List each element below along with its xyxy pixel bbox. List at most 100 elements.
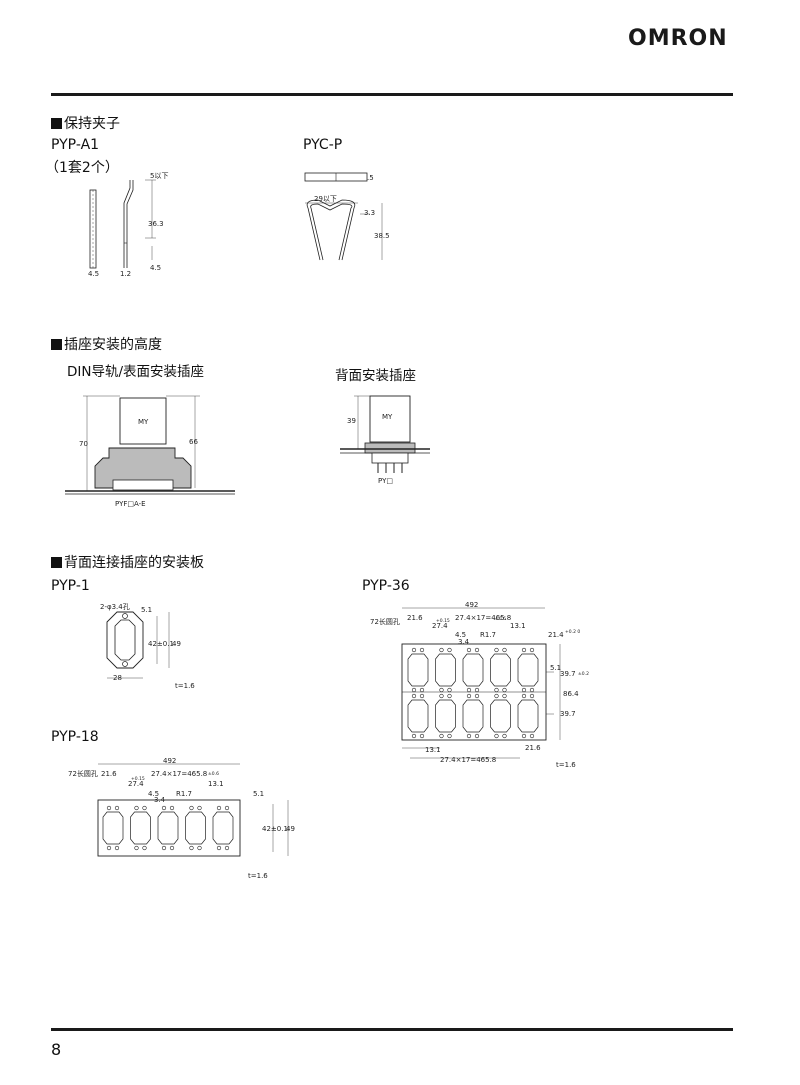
mount-hole (529, 647, 535, 653)
pyp-36-total: 492 (465, 601, 478, 609)
pyp-18-thickness: t=1.6 (248, 872, 268, 880)
pyp-36-dim-21-6: 21.6 (407, 614, 423, 622)
pyp-a1-drawing: 5以下 36.3 4.5 1.2 4.5 (88, 172, 168, 278)
socket-cutout (157, 811, 179, 845)
pyp-36-dim-4-5: 4.5 (455, 631, 466, 639)
mount-hole (419, 733, 425, 739)
pyp-36-tolb: ±0.2 (578, 671, 589, 677)
mount-hole (411, 647, 417, 653)
pyp-36-thickness: t=1.6 (556, 761, 576, 769)
pyp-36-dim-27-4: 27.4 (432, 622, 448, 630)
mount-hole (447, 693, 452, 699)
pyp-a1-dim-w2: 1.2 (120, 270, 131, 278)
mount-hole (494, 687, 499, 693)
pyp-18-tol: ±0.6 (208, 771, 219, 777)
mount-hole (502, 647, 507, 653)
mount-hole (142, 805, 147, 811)
mount-hole (197, 805, 202, 811)
mount-hole (529, 693, 535, 699)
mount-hole (466, 687, 472, 693)
pyp-a1-dim-w1: 4.5 (88, 270, 99, 278)
mount-hole (447, 647, 452, 653)
back-dim-39: 39 (347, 417, 356, 425)
pyc-p-label: PYC-P (303, 137, 343, 153)
pyp-a1-dim-top: 5以下 (150, 172, 168, 180)
pyp-18-radius: R1.7 (176, 790, 192, 798)
din-socket-label: PYF□A-E (115, 500, 146, 508)
pyp-1-dim-5-1: 5.1 (141, 606, 152, 614)
mount-hole (521, 693, 527, 699)
pyp-36-holes: 72长圆孔 (370, 617, 400, 626)
mount-hole (411, 693, 417, 699)
mount-hole (419, 693, 425, 699)
mount-hole (189, 845, 194, 851)
mount-hole (134, 845, 139, 851)
mount-hole (494, 647, 499, 653)
pyp-36-dim-86-4: 86.4 (563, 690, 579, 698)
back-socket-label: PY□ (378, 477, 393, 485)
pyc-p-dim-d: 3.3 (364, 209, 375, 217)
mount-hole (494, 693, 499, 699)
pyp-18-total: 492 (163, 757, 176, 765)
din-relay-label: MY (138, 418, 149, 426)
mount-hole (189, 805, 194, 811)
section-title-plates: 背面连接插座的安装板 (51, 552, 204, 572)
mount-hole (161, 805, 167, 811)
mount-hole (502, 733, 507, 739)
socket-cutout (462, 699, 484, 733)
socket-cutout (130, 811, 151, 845)
mount-hole (114, 845, 120, 851)
mount-hole (447, 733, 452, 739)
pyp-1-label: PYP-1 (51, 578, 90, 594)
pyp-18-dim-3-4: 3.4 (154, 796, 166, 804)
mount-hole (521, 687, 527, 693)
header-rule (51, 93, 733, 96)
pyp-36-tol: ±0.6 (495, 616, 506, 622)
pyc-p-drawing: .5 29以下 3.3 38.5 (304, 172, 390, 261)
mount-hole (439, 693, 444, 699)
section-title-clip: 保持夹子 (51, 113, 120, 133)
socket-cutout (435, 653, 456, 687)
mount-hole (502, 693, 507, 699)
mount-hole (474, 687, 480, 693)
back-mount-drawing: MY 39 PY□ (340, 395, 430, 485)
mount-hole (419, 687, 425, 693)
socket-cutout (490, 653, 511, 687)
mount-hole (439, 647, 444, 653)
pyp-36-radius: R1.7 (480, 631, 496, 639)
mount-hole (134, 805, 139, 811)
socket-cutout (490, 699, 511, 733)
pyp-18-dim-27-4: 27.4 (128, 780, 144, 788)
mount-hole (411, 733, 417, 739)
mount-hole (529, 687, 535, 693)
pyp-a1-note: （1套2个） (45, 160, 119, 176)
mount-hole (474, 733, 480, 739)
mount-hole (161, 845, 167, 851)
mount-hole (466, 693, 472, 699)
mount-hole (169, 805, 175, 811)
pyp-1-dim-42: 42±0.1 (148, 640, 174, 648)
mount-hole (142, 845, 147, 851)
pyp-36-bottom-21-6: 21.6 (525, 744, 541, 752)
socket-cutout (435, 699, 456, 733)
pyp-36-bottom-pitch: 27.4×17=465.8 (440, 756, 496, 764)
pyp-18-tol2: +0.15 (131, 776, 145, 782)
din-dim-66: 66 (189, 438, 198, 446)
mount-hole (216, 845, 222, 851)
socket-cutout (102, 811, 124, 845)
pyp-18-holes: 72长圆孔 (68, 769, 98, 778)
mount-hole (411, 687, 417, 693)
mount-hole (169, 845, 175, 851)
socket-cutout (517, 653, 539, 687)
pyp-36-label: PYP-36 (362, 578, 410, 594)
mount-hole (439, 733, 444, 739)
back-mount-label: 背面安装插座 (335, 368, 416, 384)
pyp-36-pitch: 27.4×17=465.8 (455, 614, 511, 622)
pyp-36-dim-21-4: 21.4 (548, 631, 564, 639)
mount-hole (216, 805, 222, 811)
mount-hole (106, 805, 112, 811)
pyp-36-dim-13-1: 13.1 (510, 622, 526, 630)
din-mount-drawing: MY 70 66 PYF□A-E (65, 395, 235, 508)
back-relay-label: MY (382, 413, 393, 421)
pyp-a1-dim-height: 36.3 (148, 220, 164, 228)
